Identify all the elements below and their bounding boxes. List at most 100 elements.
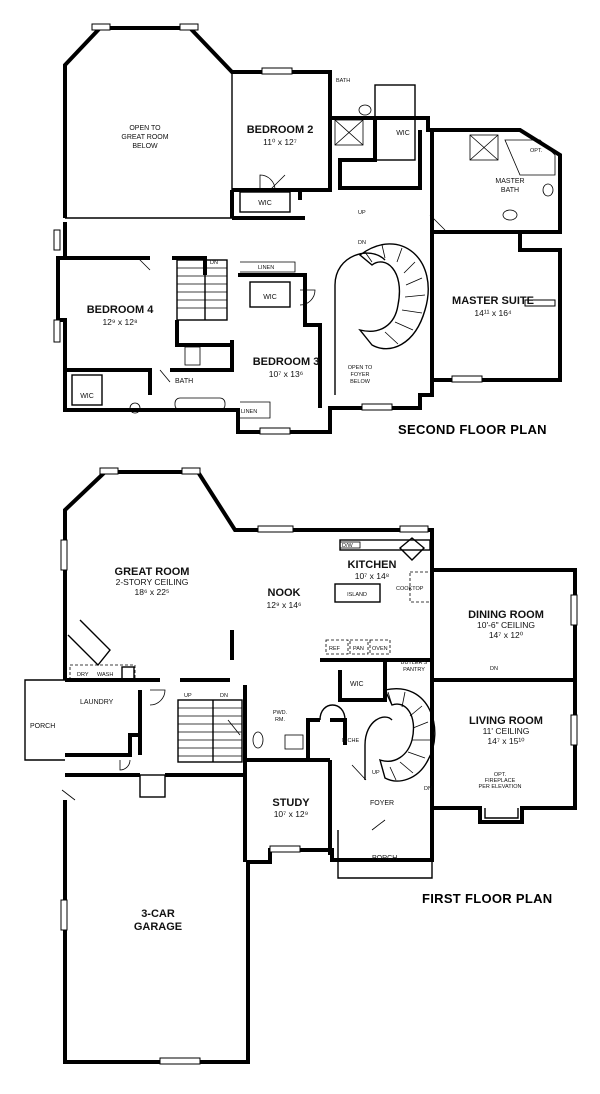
left-porch [24,679,65,761]
master-bath-label-2: BATH [501,187,519,194]
kitchen-dim: 10⁷ x 14⁸ [355,571,390,581]
toilet-top [358,104,372,116]
great-room-name: GREAT ROOM [115,566,190,578]
study-dim: 10⁷ x 12⁹ [274,809,309,819]
porch-left-label: PORCH [30,723,55,730]
living-room-name: LIVING ROOM [469,715,543,727]
dining-room-sub: 10'-6" CEILING [477,620,535,630]
garage-step [139,774,166,798]
curved-stair-1f [378,688,436,782]
wic-b2-box [239,191,291,213]
fireplace-living-room [484,808,519,819]
wic-walls-1f [338,660,387,702]
second-floor-title: SECOND FLOOR PLAN [398,422,547,437]
stair-up2-label-1f: UP [372,770,380,776]
dining-room-dim: 14⁷ x 12⁰ [489,630,524,640]
first-floor-plan [24,467,578,1065]
nook-dim: 12⁹ x 14⁶ [266,600,301,610]
second-floor-outer-wall [56,26,562,434]
open-foyer-label-2: FOYER [351,372,370,378]
first-floor-outer-wall [63,470,577,1064]
wash-label: WASH [97,672,113,678]
wic-label-1f: WIC [350,681,364,688]
open-great-room-label-3: BELOW [132,143,158,150]
butlers-pantry [396,659,433,690]
cooktop-label: COOKTOP [396,586,424,592]
second-floor-plan [53,23,562,435]
front-porch [337,830,433,879]
opt-tub [504,139,556,176]
wic-b4-box [71,374,103,406]
oven-label: OVEN [372,646,388,652]
bedroom4-name: BEDROOM 4 [87,304,155,316]
fireplace-note-1: OPT. [494,772,507,778]
living-room-dim: 14⁷ x 15¹⁰ [487,736,525,746]
wic-b3-label: WIC [263,294,277,301]
dn-right-label: DN [424,786,432,792]
laundry-label: LAUNDRY [80,699,114,706]
dn-dining-label: DN [490,666,498,672]
wic-b3-box [249,281,291,308]
fireplace-note-3: PER ELEVATION [479,784,522,790]
living-room-sub: 11' CEILING [483,726,530,736]
nook-name: NOOK [268,587,301,599]
fireplace-note-2: FIREPLACE [485,778,516,784]
bedroom2-dim: 11⁰ x 12⁷ [263,137,297,147]
pwd-label-1: PWD. [273,710,288,716]
master-shower [469,134,499,161]
fireplace-great-room [67,619,111,667]
bedroom4-walls [65,320,234,395]
study-name: STUDY [272,797,310,809]
bedroom2-name: BEDROOM 2 [247,124,314,136]
wic-b2-label: WIC [258,200,272,207]
wic-center-label: WIC [396,130,410,137]
bedroom3-dim: 10⁷ x 13⁶ [269,369,303,379]
foyer-label: FOYER [370,800,394,807]
master-suite-dim: 14¹¹ x 16⁴ [474,308,512,318]
first-floor-title: FIRST FLOOR PLAN [422,891,552,906]
dw-label: D/W [342,543,354,549]
stair-dn2-label-2f: DN [210,260,218,266]
washer-dryer [69,664,136,681]
stair-up-label-2f: UP [358,210,366,216]
first-floor-labels: GREAT ROOM 2-STORY CEILING 18⁶ x 22⁵ NOO… [30,543,552,933]
ref-label: REF [329,646,341,652]
laundry-walls [65,690,142,757]
wic-center-box [374,84,416,161]
curved-stair-2f [358,243,429,350]
niche [319,704,346,721]
garage-label-2: GARAGE [134,921,182,933]
bath-b4-label: BATH [175,378,193,385]
dining-room-name: DINING ROOM [468,609,544,621]
bedroom3-name: BEDROOM 3 [253,356,320,368]
kitchen-name: KITCHEN [348,559,397,571]
porch-front-label: PORCH [372,855,397,862]
island-label: ISLAND [347,592,367,598]
stair-dn-label-2f: DN [358,240,366,246]
dry-label: DRY [77,672,89,678]
stair-dn-label-1f: DN [220,693,228,699]
sink [398,537,426,561]
open-foyer-label-3: BELOW [350,379,371,385]
great-room-dim: 18⁶ x 22⁵ [135,587,170,597]
open-foyer-label-1: OPEN TO [348,365,373,371]
bedroom4-dim: 12⁹ x 12⁸ [102,317,138,327]
island [334,583,381,603]
second-floor-labels: OPEN TO GREAT ROOM BELOW BEDROOM 2 11⁰ x… [80,78,547,437]
butlers-pantry-2: PANTRY [403,667,425,673]
butlers-pantry-1: BUTLER'S [401,660,428,666]
garage-label-1: 3-CAR [141,908,175,920]
open-foyer-rail [334,252,386,395]
opt-label: OPT. [530,148,543,154]
hall-walls-2f [65,190,305,275]
bath-top-label: BATH [336,78,350,84]
bedroom3-walls [238,273,322,408]
stair-1f [177,699,243,763]
open-great-room-label-1: OPEN TO [129,125,161,132]
bedroom2-walls [232,118,332,200]
linen-bottom-label: LINEN [241,409,257,415]
open-great-room-label-2: GREAT ROOM [121,134,168,141]
pwd-label-2: RM. [275,717,286,723]
wic-b4-label: WIC [80,393,94,400]
